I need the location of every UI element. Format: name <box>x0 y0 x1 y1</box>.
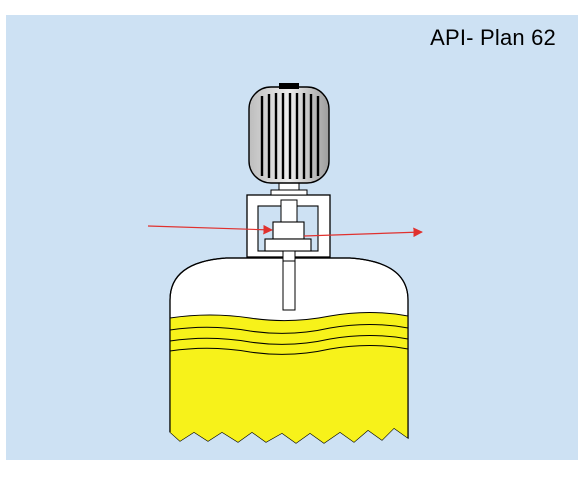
diagram-title: API- Plan 62 <box>430 25 556 50</box>
inlet-arrow-icon <box>147 224 273 235</box>
outlet-arrow-icon <box>303 227 423 238</box>
motor-icon <box>248 83 330 184</box>
vessel-icon <box>169 257 409 444</box>
shaft <box>282 253 296 311</box>
seal-gland-icon <box>246 194 331 262</box>
liquid-fill <box>170 312 408 443</box>
